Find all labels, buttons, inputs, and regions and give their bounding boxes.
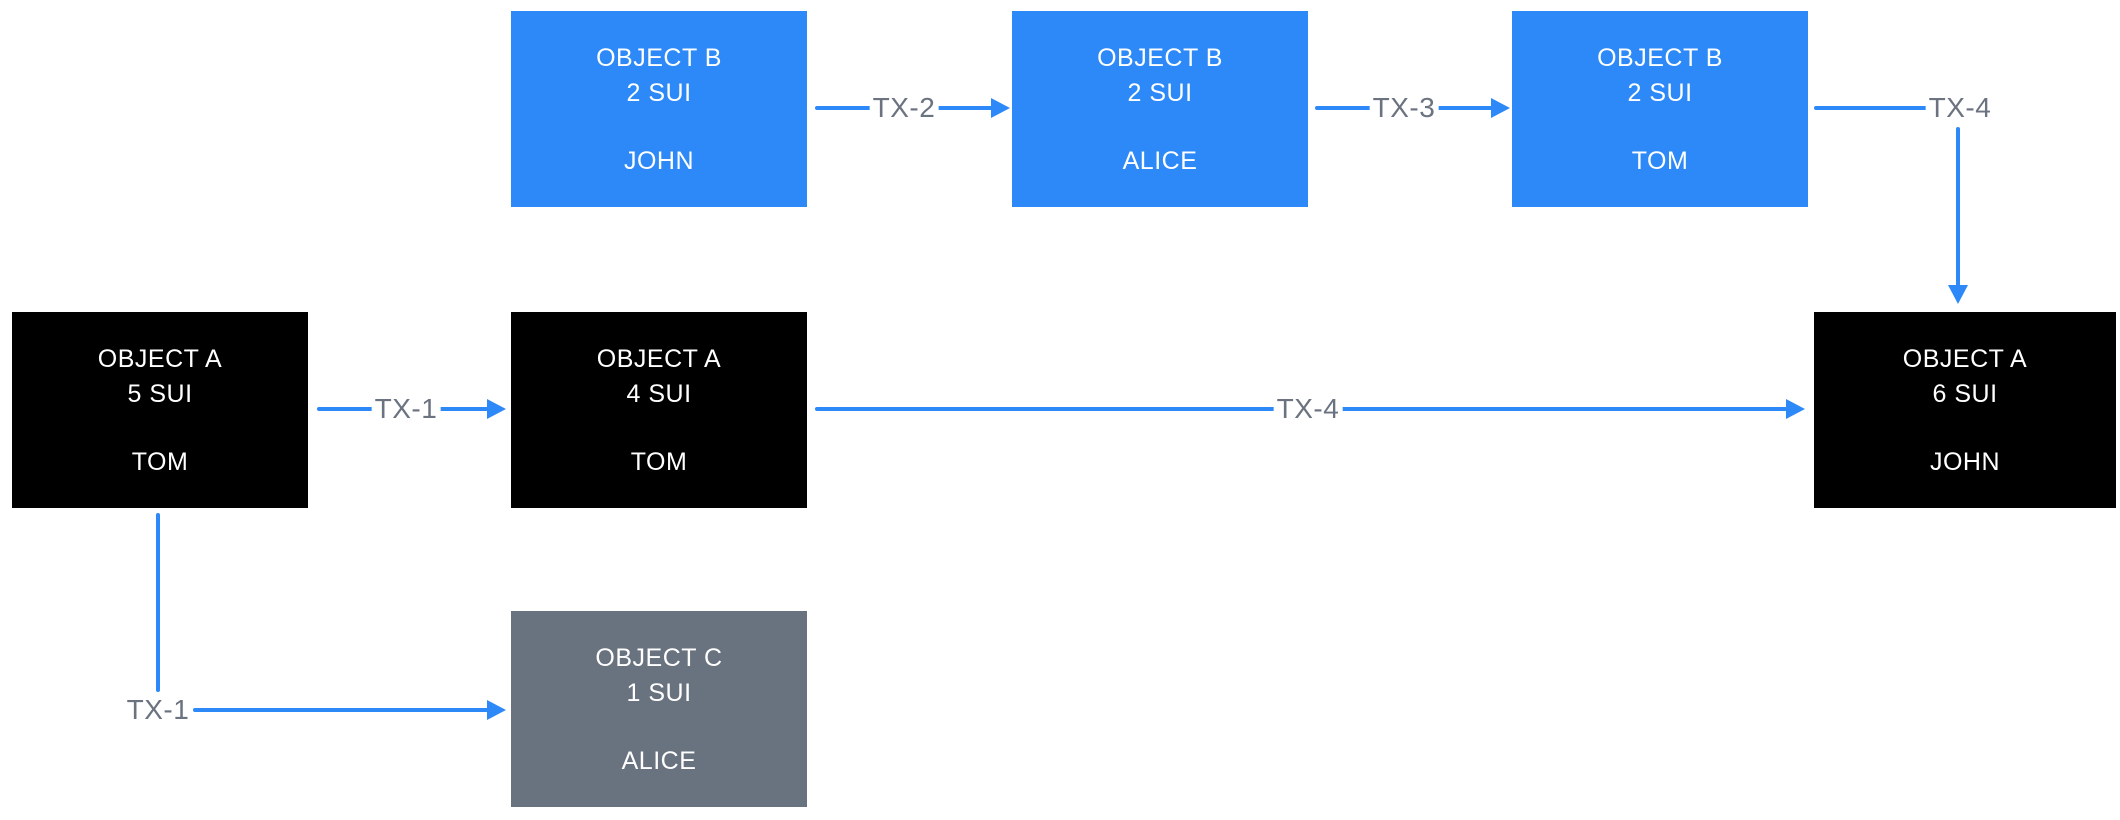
edge-line-tx4-down [1956,127,1960,287]
node-title: OBJECT A [97,345,223,373]
node-object-c-alice: OBJECT C 1 SUI ALICE [511,611,807,807]
node-owner: TOM [630,448,688,476]
edge-label-tx2: TX-2 [869,94,939,122]
edge-label-tx3: TX-3 [1369,94,1439,122]
node-title: OBJECT C [595,644,723,672]
node-object-a-6-john: OBJECT A 6 SUI JOHN [1814,312,2116,508]
node-owner: JOHN [623,147,695,175]
edge-label-tx4-top: TX-4 [1925,94,1995,122]
node-amount: 2 SUI [1627,79,1693,107]
node-owner: JOHN [1929,448,2001,476]
node-object-b-alice: OBJECT B 2 SUI ALICE [1012,11,1308,207]
node-owner: TOM [1631,147,1689,175]
node-amount: 4 SUI [626,380,692,408]
node-object-a-4-tom: OBJECT A 4 SUI TOM [511,312,807,508]
node-amount: 6 SUI [1932,380,1998,408]
edge-line-tx1-right [193,708,489,712]
node-object-a-5-tom: OBJECT A 5 SUI TOM [12,312,308,508]
edge-line-tx4-top [1814,106,1928,110]
node-amount: 2 SUI [626,79,692,107]
node-amount: 1 SUI [626,679,692,707]
arrowhead-right-icon [991,98,1010,118]
node-title: OBJECT A [1902,345,2028,373]
arrowhead-right-icon [1491,98,1510,118]
edge-label-tx4-long: TX-4 [1273,395,1343,423]
node-amount: 5 SUI [127,380,193,408]
node-title: OBJECT B [596,44,722,72]
arrowhead-right-icon [1786,399,1805,419]
node-title: OBJECT B [1097,44,1223,72]
arrowhead-right-icon [487,399,506,419]
node-amount: 2 SUI [1127,79,1193,107]
edge-label-tx1-mid: TX-1 [371,395,441,423]
arrowhead-right-icon [487,700,506,720]
node-object-b-john: OBJECT B 2 SUI JOHN [511,11,807,207]
node-owner: ALICE [621,747,697,775]
node-owner: ALICE [1122,147,1198,175]
node-owner: TOM [131,448,189,476]
node-title: OBJECT B [1597,44,1723,72]
node-title: OBJECT A [596,345,722,373]
arrowhead-down-icon [1948,285,1968,304]
edge-label-tx1-elbow: TX-1 [123,696,193,724]
node-object-b-tom: OBJECT B 2 SUI TOM [1512,11,1808,207]
edge-line-tx1-down [156,513,160,692]
